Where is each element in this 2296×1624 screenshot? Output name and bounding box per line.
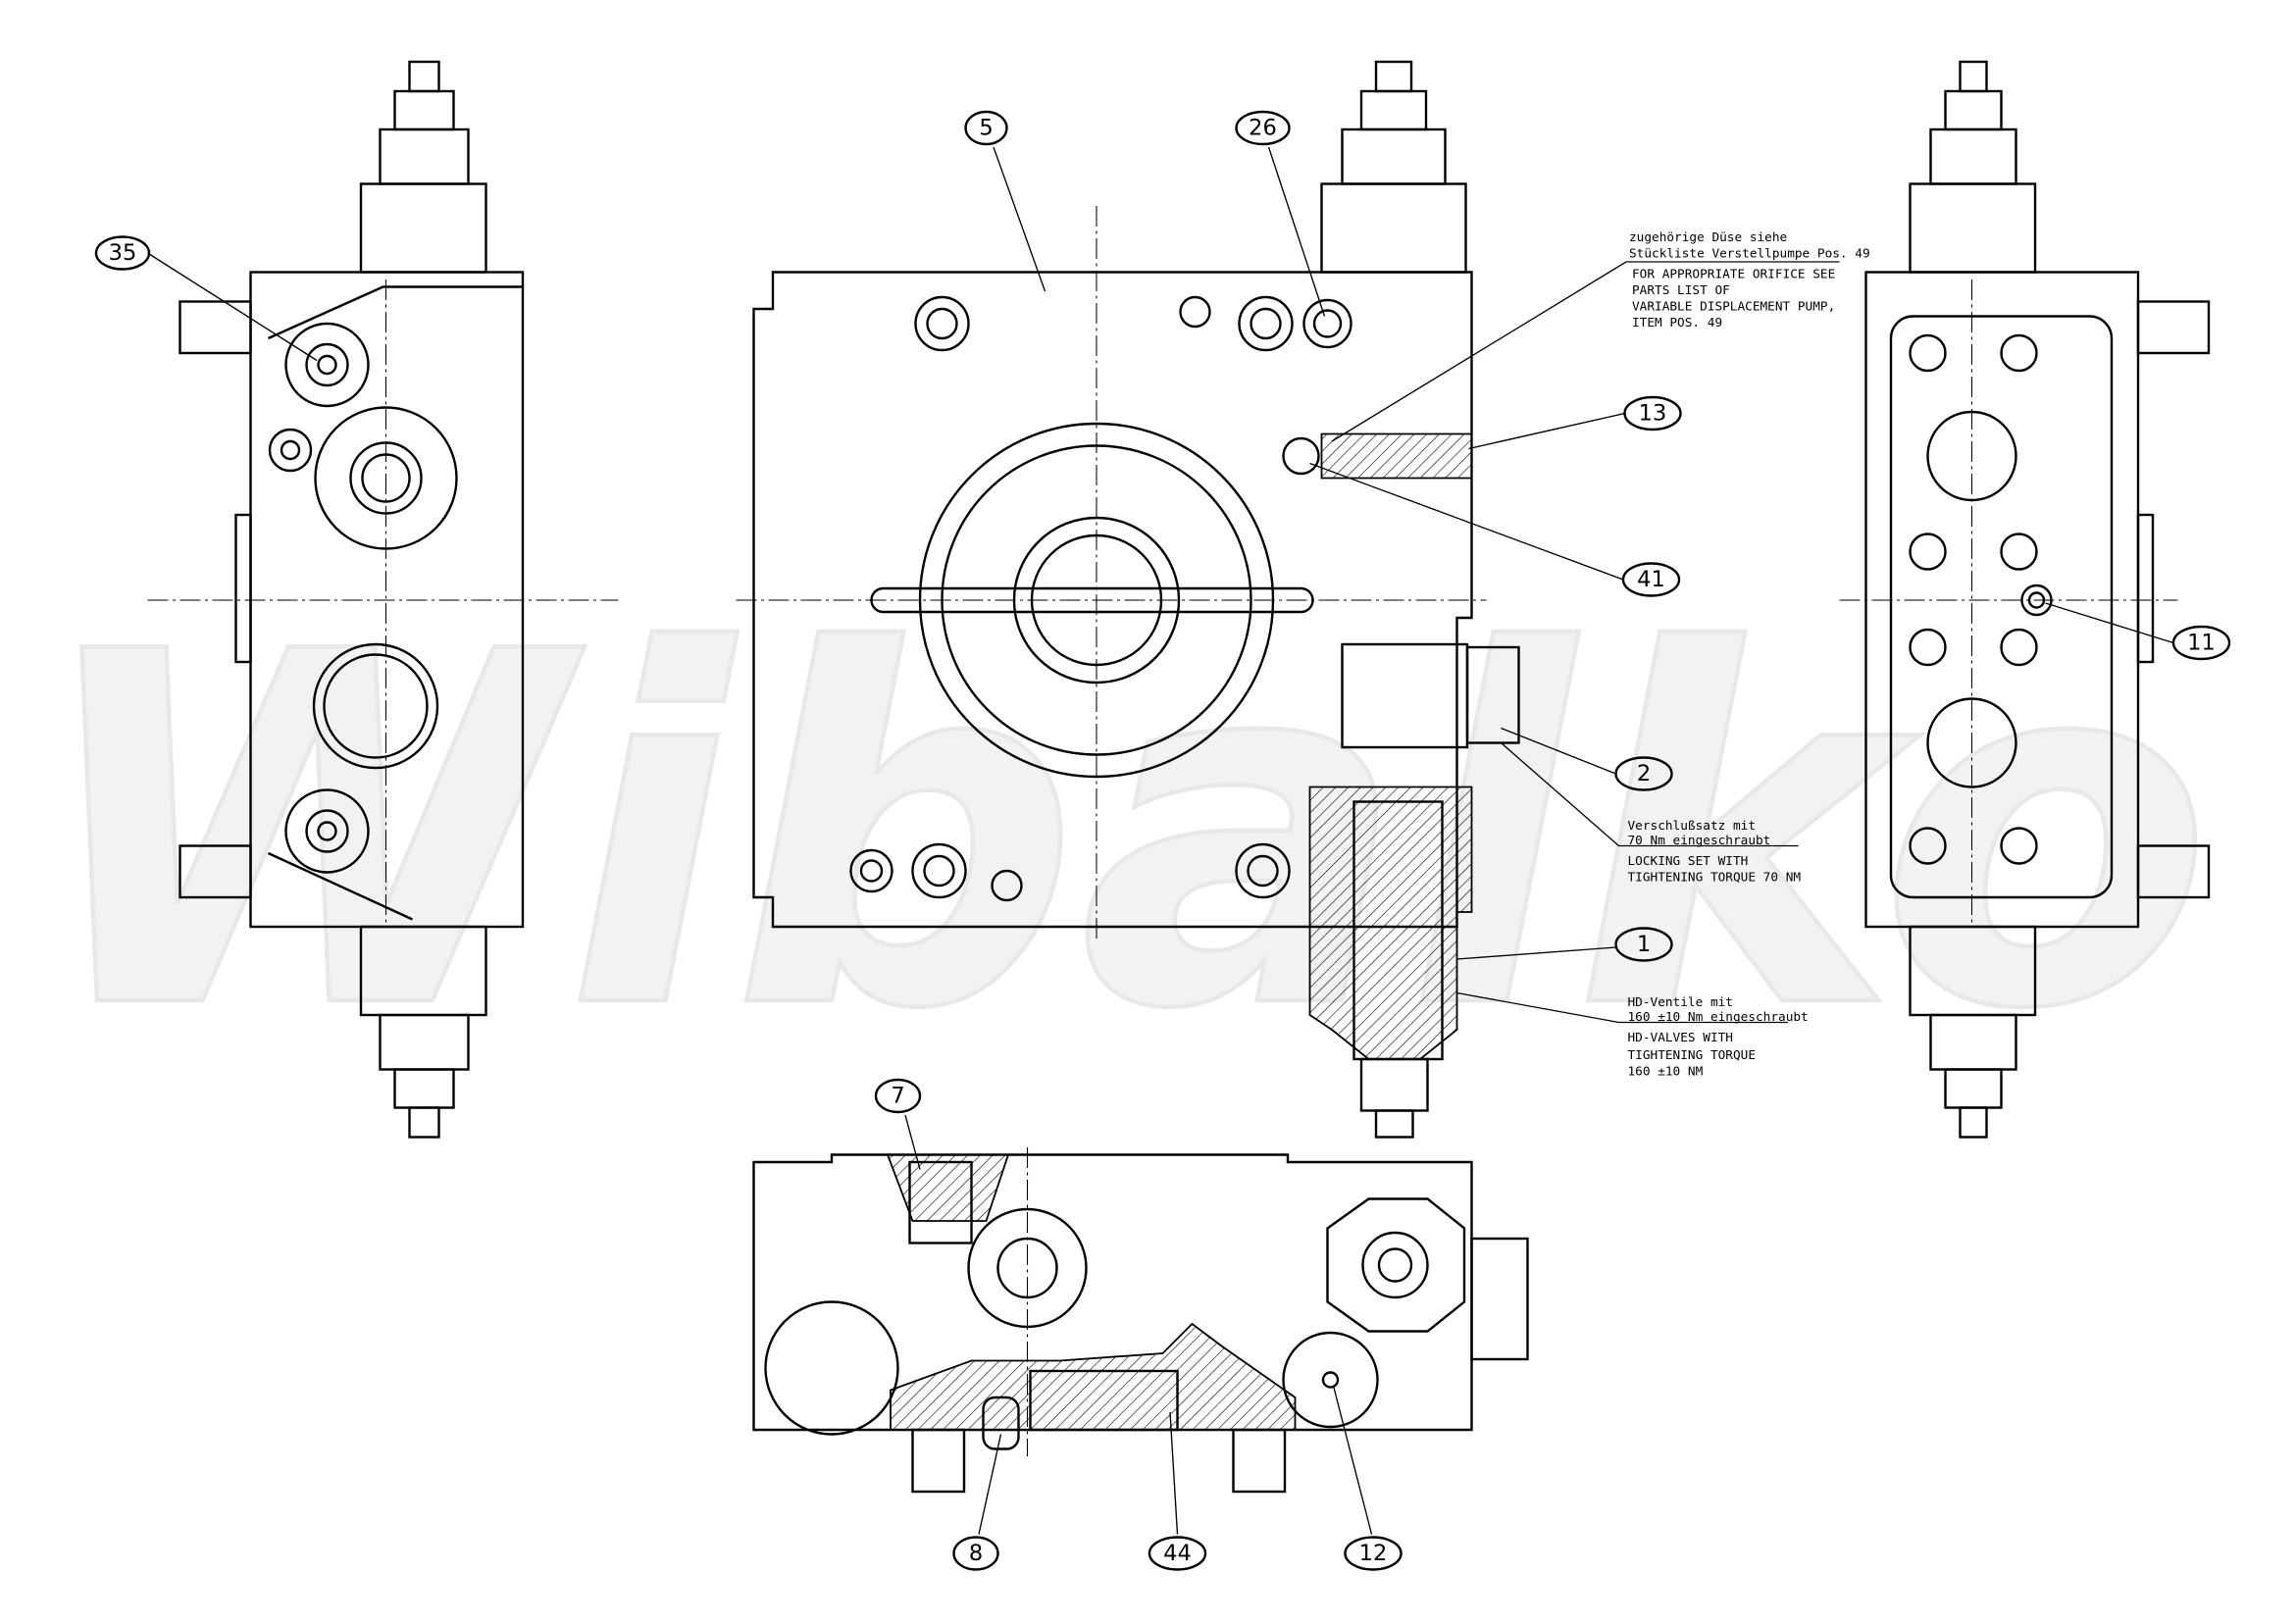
svg-text:VARIABLE DISPLACEMENT PUMP,: VARIABLE DISPLACEMENT PUMP, — [1632, 300, 1835, 315]
balloon-12: 12 — [1344, 1536, 1403, 1571]
svg-text:TIGHTENING TORQUE: TIGHTENING TORQUE — [1628, 1048, 1757, 1063]
svg-text:1: 1 — [1637, 932, 1651, 957]
balloon-13: 13 — [1623, 395, 1682, 431]
right-side-view — [1839, 60, 2211, 1139]
balloon-5: 5 — [964, 110, 1008, 146]
balloon-11: 11 — [2171, 625, 2231, 661]
balloon-2: 2 — [1614, 756, 1673, 791]
svg-text:26: 26 — [1249, 116, 1277, 141]
note-hd-valves: HD-Ventile mit 160 ±10 Nm eingeschraubt … — [1628, 995, 1809, 1080]
svg-text:HD-VALVES WITH: HD-VALVES WITH — [1628, 1031, 1733, 1045]
balloon-26: 26 — [1235, 110, 1291, 146]
svg-text:70 Nm eingeschraubt: 70 Nm eingeschraubt — [1628, 834, 1771, 848]
svg-text:12: 12 — [1359, 1541, 1388, 1566]
svg-text:TIGHTENING TORQUE 70 NM: TIGHTENING TORQUE 70 NM — [1628, 871, 1802, 886]
svg-text:2: 2 — [1637, 761, 1651, 787]
balloon-7: 7 — [874, 1078, 922, 1114]
svg-text:ITEM POS. 49: ITEM POS. 49 — [1632, 316, 1722, 330]
svg-text:44: 44 — [1163, 1541, 1192, 1566]
svg-text:35: 35 — [109, 240, 137, 266]
balloon-41: 41 — [1621, 562, 1681, 597]
svg-text:13: 13 — [1639, 401, 1667, 427]
svg-text:zugehörige Düse siehe: zugehörige Düse siehe — [1629, 230, 1787, 245]
bottom-view — [752, 1147, 1529, 1494]
leader-lines — [147, 146, 2174, 1535]
svg-text:160 ±10 NM: 160 ±10 NM — [1628, 1065, 1704, 1080]
svg-text:Verschlußsatz mit: Verschlußsatz mit — [1628, 819, 1757, 834]
front-view — [736, 60, 1520, 1139]
svg-text:5: 5 — [979, 116, 993, 141]
svg-text:LOCKING SET WITH: LOCKING SET WITH — [1628, 854, 1749, 869]
balloon-35: 35 — [94, 235, 151, 271]
svg-text:11: 11 — [2187, 631, 2216, 656]
note-orifice: zugehörige Düse siehe Stückliste Verstel… — [1629, 230, 1870, 330]
svg-text:41: 41 — [1637, 567, 1665, 592]
svg-text:160 ±10 Nm eingeschraubt: 160 ±10 Nm eingeschraubt — [1628, 1010, 1809, 1025]
balloon-44: 44 — [1148, 1536, 1207, 1571]
svg-text:HD-Ventile mit: HD-Ventile mit — [1628, 995, 1733, 1010]
svg-text:FOR APPROPRIATE ORIFICE SEE: FOR APPROPRIATE ORIFICE SEE — [1632, 268, 1835, 282]
balloon-8: 8 — [952, 1536, 999, 1571]
left-side-view — [147, 60, 619, 1139]
balloon-1: 1 — [1614, 927, 1673, 962]
svg-text:Stückliste Verstellpumpe Pos.: Stückliste Verstellpumpe Pos. 49 — [1629, 247, 1870, 262]
watermark: Wibalko — [30, 550, 2213, 1115]
svg-text:8: 8 — [969, 1541, 983, 1566]
svg-text:PARTS LIST OF: PARTS LIST OF — [1632, 283, 1730, 298]
svg-text:7: 7 — [891, 1084, 904, 1109]
note-locking-set: Verschlußsatz mit 70 Nm eingeschraubt LO… — [1628, 819, 1802, 886]
